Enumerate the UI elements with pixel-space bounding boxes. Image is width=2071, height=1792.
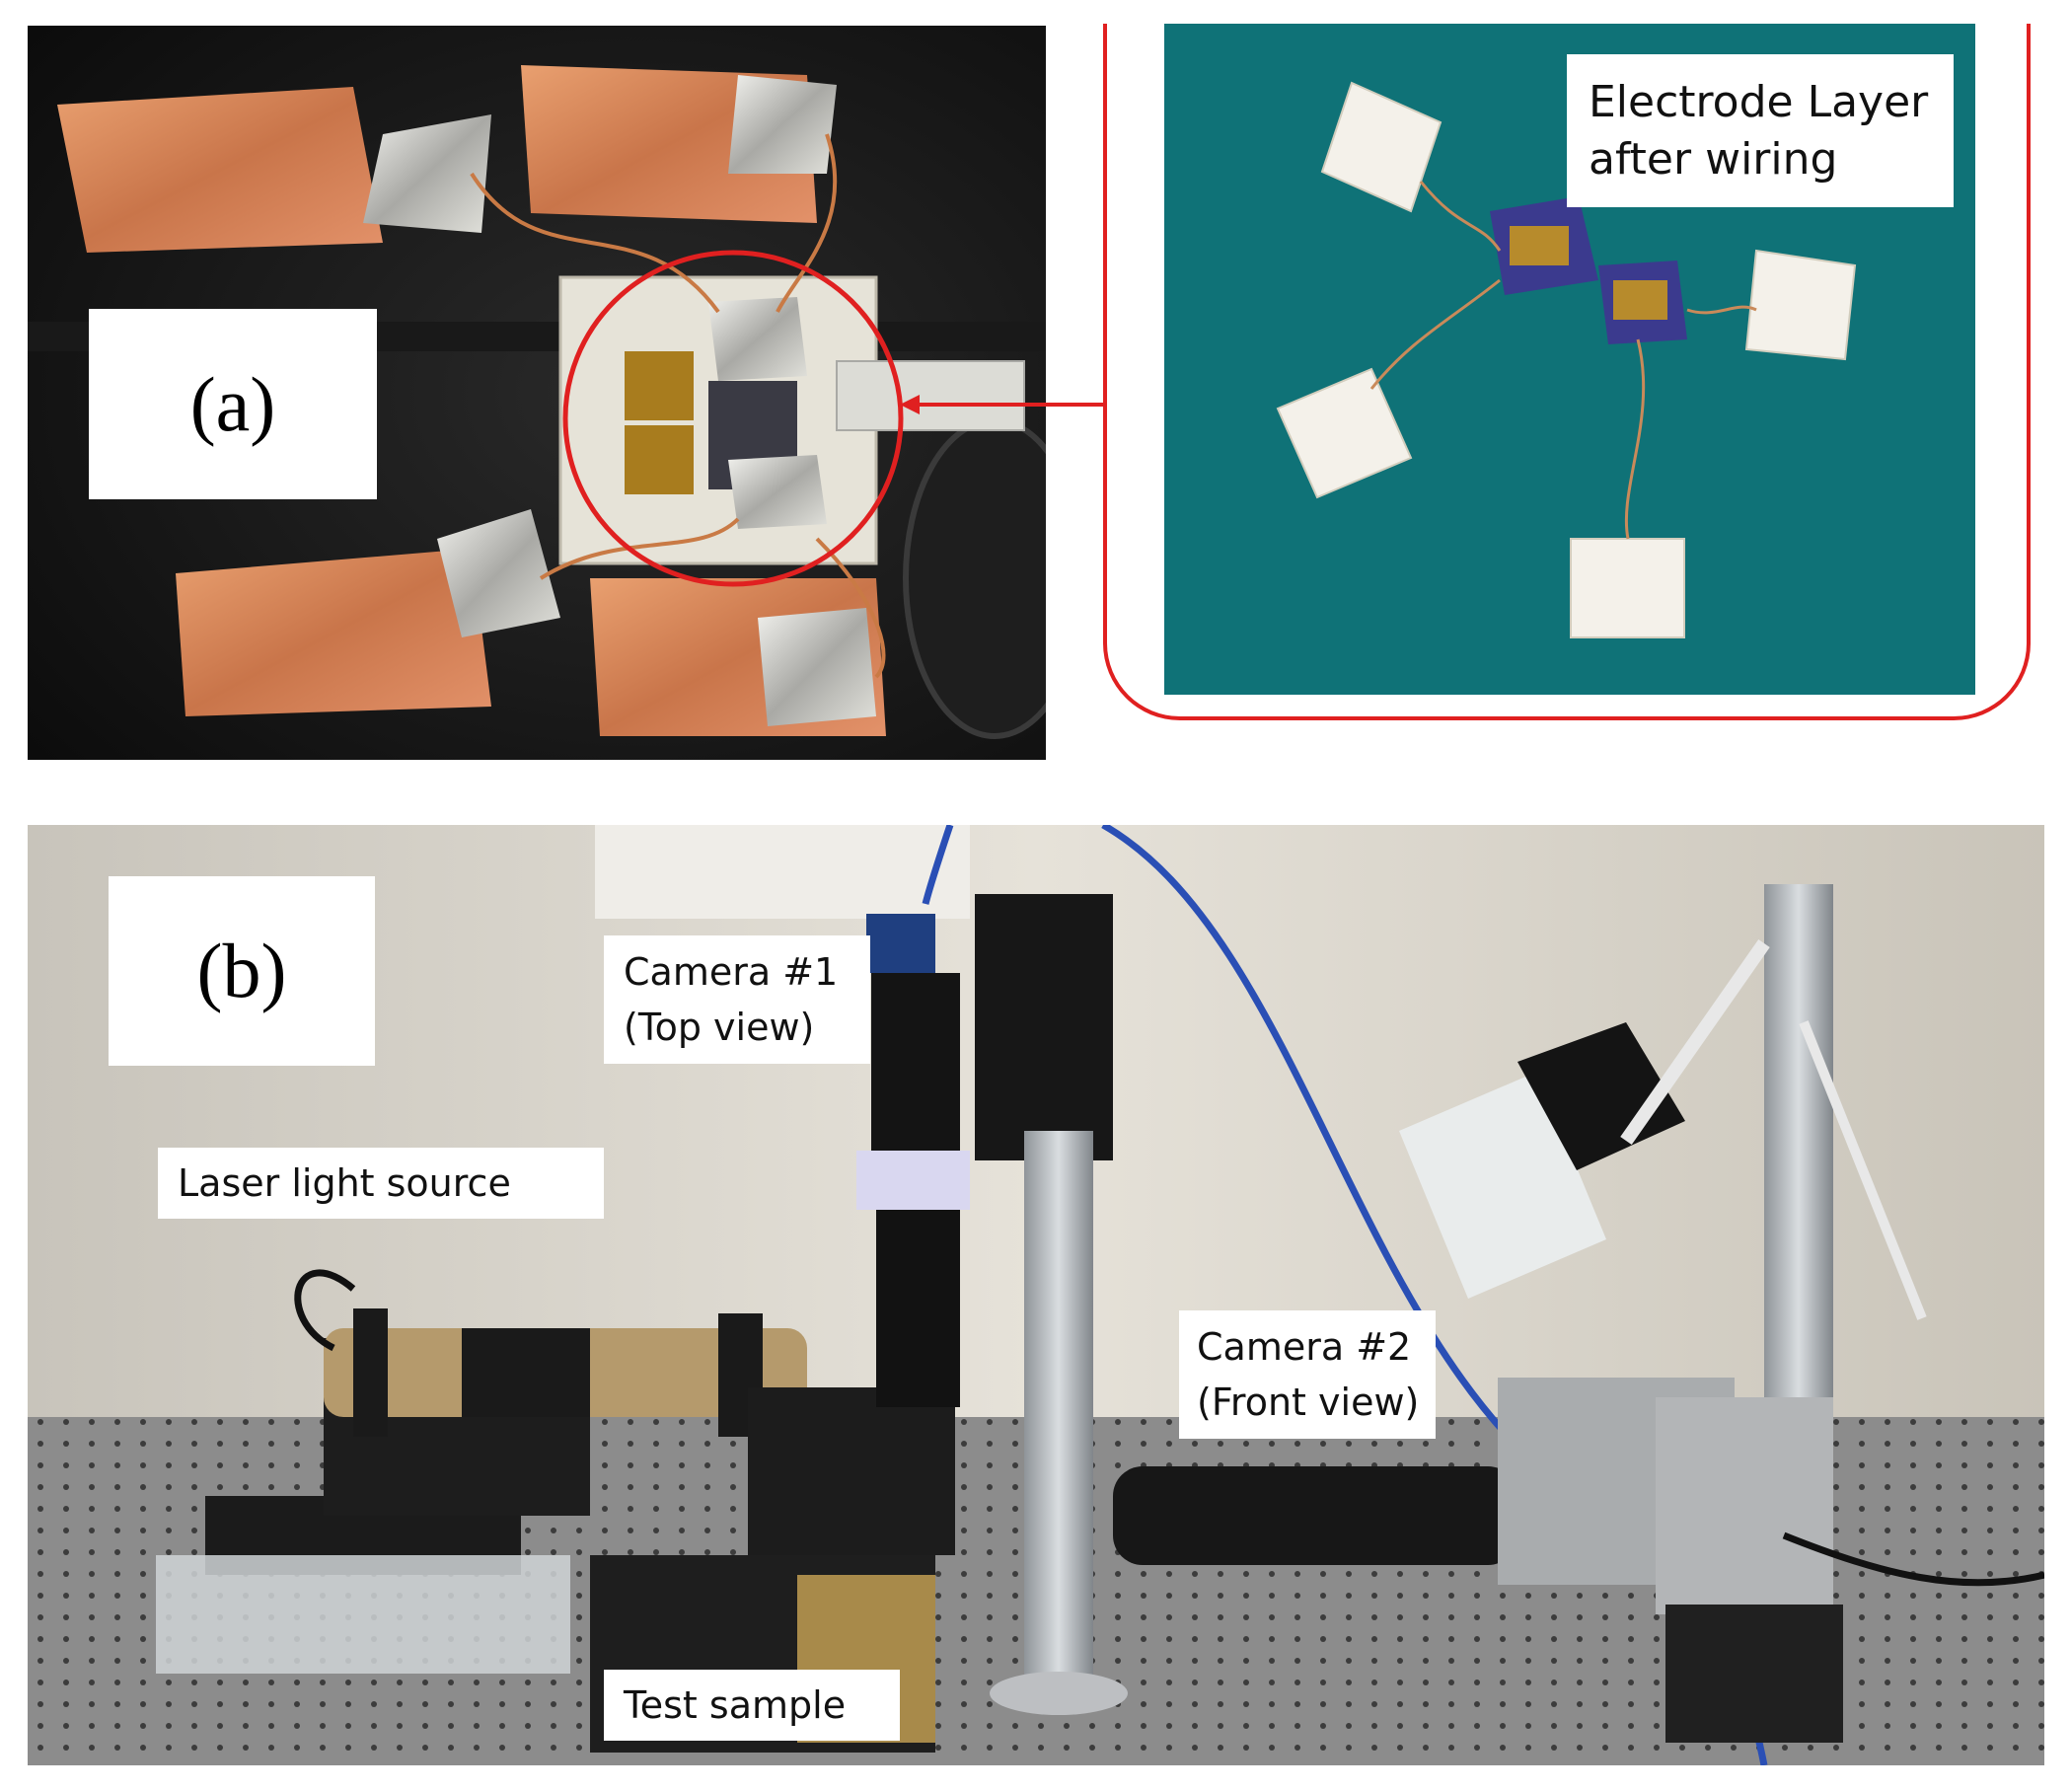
- foil-pad: [758, 608, 876, 726]
- camera-2-label-line2: (Front view): [1197, 1381, 1420, 1424]
- electrode-square: [1276, 367, 1413, 499]
- electrode-square: [1320, 81, 1442, 213]
- foil-pad: [728, 75, 837, 174]
- connector-arrow: [900, 395, 1105, 414]
- panel-a-photo-illustration: [28, 26, 1046, 760]
- camera-2-label-line1: Camera #2: [1197, 1325, 1412, 1369]
- camera-1-body: [866, 914, 935, 973]
- panel-a-letter: (a): [89, 309, 377, 499]
- electrode-square: [1744, 249, 1857, 361]
- inset-label-line1: Electrode Layer: [1589, 76, 1929, 127]
- inset-label: Electrode Layer after wiring: [1567, 54, 1954, 207]
- foil-pad: [437, 509, 560, 637]
- copper-tape: [176, 549, 491, 716]
- highlight-circle: [562, 250, 904, 587]
- camera-2-label: Camera #2 (Front view): [1179, 1310, 1436, 1439]
- test-sample-text: Test sample: [624, 1683, 847, 1727]
- electrode-square: [1570, 538, 1685, 638]
- laser-light-source-label: Laser light source: [158, 1148, 604, 1219]
- sample-stage: [748, 1387, 955, 1555]
- laser-light-source-text: Laser light source: [178, 1161, 511, 1205]
- camera-2-lens: [1113, 1466, 1517, 1565]
- foil-pad: [363, 114, 491, 233]
- panel-a-letter-text: (a): [189, 360, 276, 447]
- panel-b-letter-text: (b): [196, 928, 287, 1013]
- camera-1-label: Camera #1 (Top view): [604, 935, 870, 1064]
- inset-frame: [1103, 24, 2031, 720]
- support-pole: [1024, 1131, 1093, 1683]
- camera-1-label-line1: Camera #1: [624, 950, 839, 994]
- camera-1-label-line2: (Top view): [624, 1006, 815, 1049]
- inset-label-line2: after wiring: [1589, 133, 1838, 185]
- panel-b-letter: (b): [109, 876, 375, 1066]
- test-sample-label: Test sample: [604, 1670, 900, 1741]
- panel-a-photo: [28, 26, 1046, 760]
- copper-tape: [57, 87, 383, 253]
